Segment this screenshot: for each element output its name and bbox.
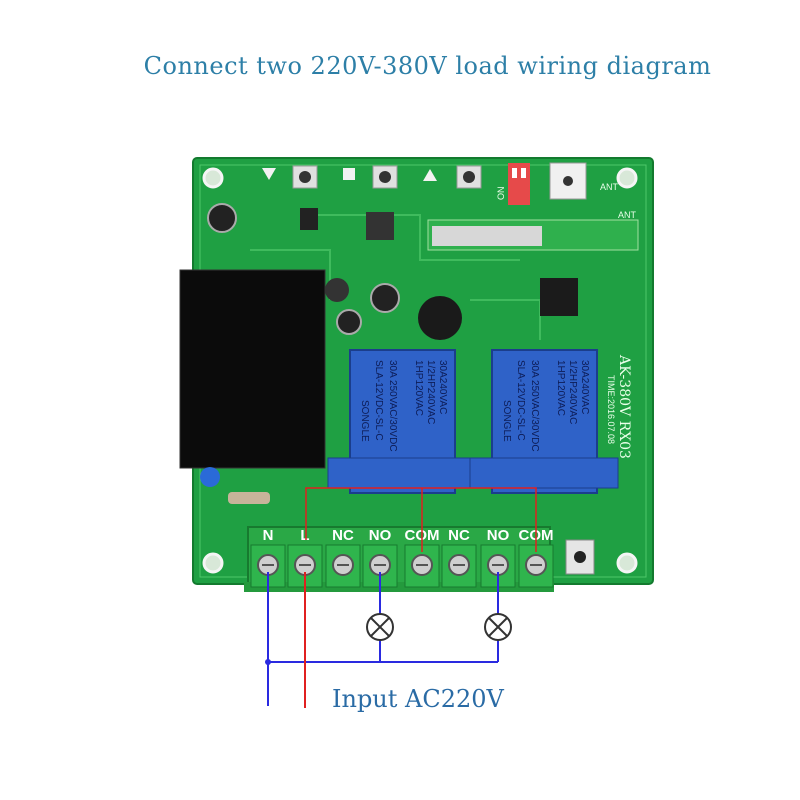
- mounting-hole: [616, 167, 638, 189]
- learn-button: [549, 162, 587, 200]
- relay-rating3: 1/2HP240VAC: [567, 360, 578, 424]
- capacitor: [370, 283, 400, 313]
- diagram-title: Connect two 220V-380V load wiring diagra…: [143, 52, 712, 80]
- inductor: [325, 278, 349, 302]
- resistor: [228, 492, 270, 504]
- relay-rating1: 30A 250VAC/30VDC: [387, 360, 398, 452]
- terminal-4: NO: [362, 527, 398, 588]
- stop-square-silk: [343, 168, 355, 180]
- relay-rating4: 30A240VAC: [437, 360, 448, 414]
- red-bus-wire: [305, 487, 537, 552]
- capacitor: [207, 203, 237, 233]
- power-module: [179, 269, 326, 469]
- mounting-hole: [202, 167, 224, 189]
- terminal-5: COM: [404, 527, 440, 588]
- terminal-label: L: [300, 527, 309, 544]
- relay-rating4: 30A240VAC: [579, 360, 590, 414]
- buzzer: [418, 296, 462, 340]
- load-lamp-1-icon: [366, 613, 394, 641]
- dip-switch: [508, 163, 530, 205]
- up-arrow-silk: [423, 169, 437, 181]
- terminal-label: NO: [487, 527, 510, 544]
- relay-model: SLA-12VDC-SL-C: [373, 360, 384, 441]
- terminal-label: N: [263, 527, 274, 544]
- terminal-3: NC: [325, 527, 361, 588]
- load-lamp-2-icon: [484, 613, 512, 641]
- relay-2: 30A240VAC 1/2HP240VAC 1HP120VAC 30A 250V…: [469, 349, 619, 494]
- relay-rating2: 1HP120VAC: [413, 360, 424, 416]
- ant-label-top: ANT: [600, 182, 619, 192]
- terminal-label: NO: [369, 527, 392, 544]
- ic-chip: [300, 208, 318, 230]
- relay-brand: SONGLE: [501, 400, 512, 442]
- capacitor: [336, 309, 362, 335]
- mcu-chip: [540, 278, 578, 316]
- down-arrow-silk: [262, 168, 276, 180]
- mounting-hole: [616, 552, 638, 574]
- terminal-label: NC: [332, 527, 354, 544]
- mounting-hole: [202, 552, 224, 574]
- board-date: TIME:2016.07.08: [606, 375, 616, 444]
- wiring: [265, 487, 537, 708]
- relay-rating1: 30A 250VAC/30VDC: [529, 360, 540, 452]
- varistor: [200, 467, 220, 487]
- inductor-square: [366, 212, 394, 240]
- terminal-6: NC: [441, 527, 477, 588]
- dip-label: ON: [496, 187, 506, 201]
- relay-brand: SONGLE: [359, 400, 370, 442]
- relay-rating3: 1/2HP240VAC: [425, 360, 436, 424]
- terminal-label: NC: [448, 527, 470, 544]
- ant-label: ANT: [618, 210, 637, 220]
- board-model: AK-380V RX03: [616, 354, 632, 459]
- relay-1: 30A240VAC 1/2HP240VAC 1HP120VAC 30A 250V…: [327, 349, 477, 494]
- input-voltage-label: Input AC220V: [332, 685, 504, 713]
- relay-model: SLA-12VDC-SL-C: [515, 360, 526, 441]
- relay-rating2: 1HP120VAC: [555, 360, 566, 416]
